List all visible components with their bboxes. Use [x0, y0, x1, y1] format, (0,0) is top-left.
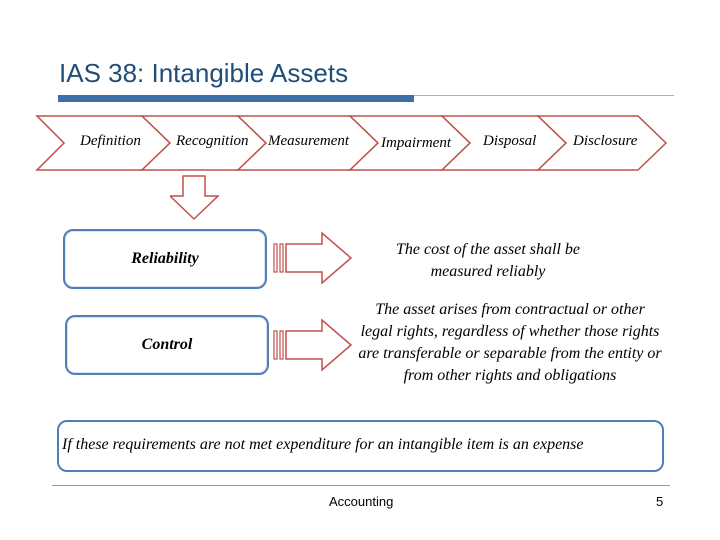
- step-label-disclosure: Disclosure: [573, 133, 638, 149]
- footer-text: Accounting: [329, 494, 394, 509]
- conclusion-text: If these requirements are not met expend…: [62, 436, 584, 453]
- conclusion-box: [57, 420, 664, 472]
- slide-title: IAS 38: Intangible Assets: [59, 58, 349, 88]
- step-label-measurement: Measurement: [268, 133, 350, 149]
- title-underline-bar: [58, 95, 414, 102]
- right-arrow-icon: [273, 231, 353, 285]
- title-underline-line: [414, 95, 674, 96]
- down-arrow-icon: [170, 175, 220, 221]
- step-label-recognition: Recognition: [176, 133, 249, 149]
- footer-rule: [52, 485, 670, 486]
- criterion-label-control: Control: [141, 336, 193, 353]
- step-label-definition: Definition: [80, 133, 141, 149]
- criterion-label-reliability: Reliability: [131, 250, 199, 267]
- process-chevrons: [35, 115, 668, 171]
- page-number: 5: [656, 494, 664, 509]
- step-label-impairment: Impairment: [381, 135, 451, 151]
- chevron-disclosure: [536, 115, 668, 171]
- criterion-description-reliability: The cost of the asset shall be measured …: [396, 241, 580, 280]
- criterion-box-control: Control: [65, 315, 269, 375]
- step-label-disposal: Disposal: [483, 133, 537, 149]
- right-arrow-icon: [273, 318, 353, 372]
- criterion-box-reliability: Reliability: [63, 229, 267, 289]
- criterion-description-control: The asset arises from contractual or oth…: [358, 301, 662, 384]
